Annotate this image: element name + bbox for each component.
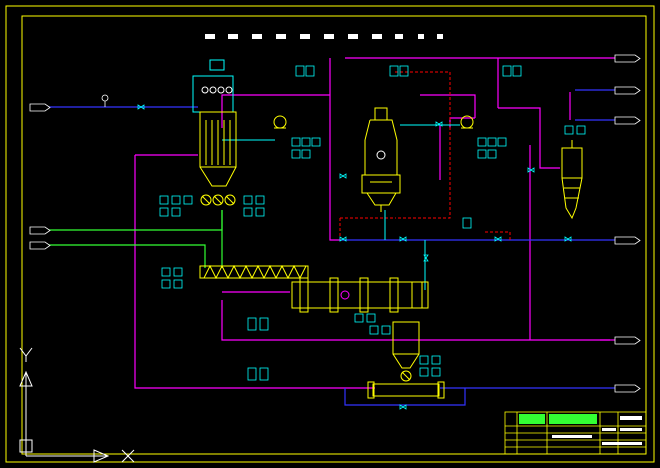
instrument-flag-left — [101, 94, 109, 107]
cooling-hopper — [392, 321, 420, 382]
reactor-furnace — [361, 107, 401, 212]
bag-filter-rotary-valves — [200, 194, 236, 206]
screw-conveyor — [199, 264, 309, 280]
pump-icon — [273, 115, 474, 129]
instrument-icon — [159, 65, 586, 381]
red-pipes — [339, 71, 511, 240]
cyclone — [561, 140, 583, 220]
bag-filter — [192, 59, 237, 187]
header-text — [205, 34, 443, 39]
outer-frame — [5, 5, 655, 463]
magenta-pipes — [134, 57, 615, 389]
rotary-kiln — [291, 277, 429, 313]
cyan-pipes — [222, 124, 460, 290]
title-block — [504, 411, 647, 455]
title-block-fill — [519, 414, 597, 424]
valve-icon — [137, 104, 572, 410]
ucs-axis-icon — [19, 347, 135, 463]
bottom-conveyor — [367, 381, 445, 399]
green-pipes — [45, 210, 223, 268]
inner-frame — [21, 15, 647, 455]
offpage-arrow-icon — [29, 54, 641, 393]
blue-pipes — [45, 89, 615, 406]
title-block-text — [552, 416, 642, 445]
